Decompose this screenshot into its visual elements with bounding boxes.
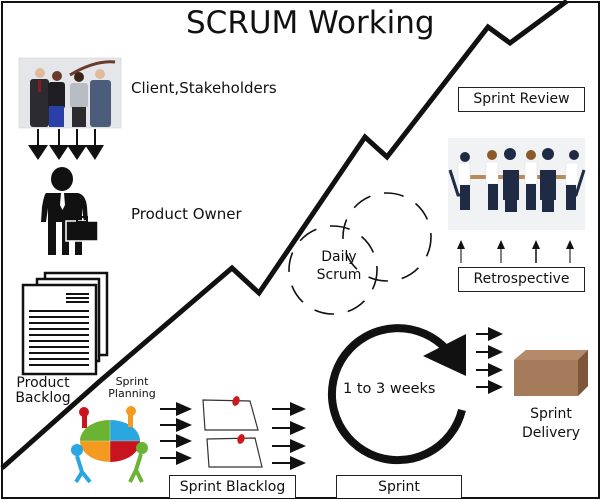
group-photo-icon bbox=[18, 57, 122, 129]
document-stack-icon bbox=[21, 271, 109, 376]
sprint-delivery-label: Sprint Delivery bbox=[516, 405, 586, 443]
product-backlog-label: Product Backlog bbox=[12, 375, 74, 407]
stakeholders-label: Client,Stakeholders bbox=[131, 79, 277, 97]
sprint-duration-label: 1 to 3 weeks bbox=[343, 381, 436, 397]
retrospective-arrows bbox=[457, 240, 574, 263]
backlog-arrows bbox=[272, 402, 306, 470]
sprint-delivery-line2: Delivery bbox=[521, 424, 581, 441]
product-backlog-line2: Backlog bbox=[15, 390, 71, 407]
daily-scrum-line2: Scrum bbox=[316, 267, 362, 284]
meeting-table-icon bbox=[448, 138, 586, 230]
dashed-circles-icon bbox=[288, 192, 432, 315]
daily-scrum-label: Daily Scrum bbox=[312, 248, 366, 284]
product-owner-label: Product Owner bbox=[131, 205, 242, 223]
businessman-briefcase-icon bbox=[41, 167, 99, 255]
delivery-arrows bbox=[476, 327, 503, 394]
sprint-planning-label: Sprint Planning bbox=[104, 375, 160, 401]
pinned-notes-icon bbox=[202, 396, 263, 468]
page-title: SCRUM Working bbox=[186, 5, 435, 41]
retrospective-box: Retrospective bbox=[458, 267, 585, 292]
sprint-box: Sprint bbox=[336, 475, 462, 498]
product-backlog-line1: Product bbox=[16, 375, 70, 391]
stakeholder-arrows bbox=[28, 129, 104, 160]
sprint-review-box: Sprint Review bbox=[458, 87, 585, 112]
planning-arrows bbox=[160, 402, 192, 465]
progress-zigzag-line bbox=[0, 0, 569, 470]
puzzle-team-icon bbox=[71, 406, 148, 484]
cardboard-box-icon bbox=[514, 350, 588, 396]
sprint-backlog-box: Sprint Blacklog bbox=[169, 475, 296, 498]
sprint-planning-line1: Sprint bbox=[115, 375, 149, 388]
sprint-planning-line2: Planning bbox=[108, 387, 156, 401]
circular-arrow-icon bbox=[327, 324, 466, 465]
daily-scrum-line1: Daily bbox=[321, 249, 357, 265]
sprint-delivery-line1: Sprint bbox=[530, 406, 572, 422]
